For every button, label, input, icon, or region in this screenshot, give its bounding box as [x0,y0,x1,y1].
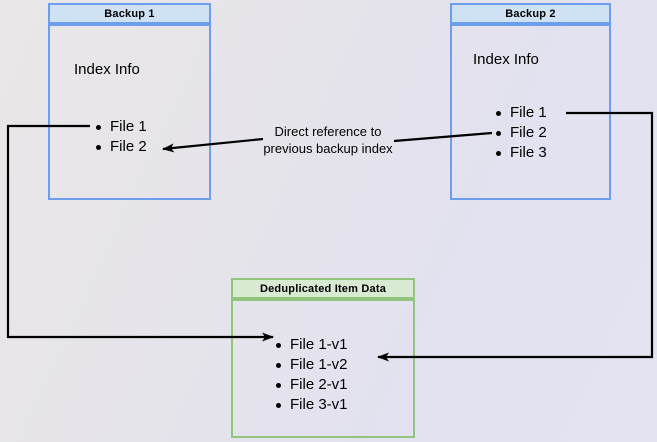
backup1-file-list: File 1 File 2 [96,117,147,157]
backup2-index-title: Index Info [473,51,539,68]
list-item: File 1 [496,103,547,123]
backup1-body [48,24,211,200]
list-item: File 3-v1 [276,395,348,415]
backup1-index-title: Index Info [74,61,140,78]
list-item: File 1 [96,117,147,137]
dedup-item-list: File 1-v1 File 1-v2 File 2-v1 File 3-v1 [276,335,348,415]
list-item: File 2 [496,123,547,143]
backup2-file-list: File 1 File 2 File 3 [496,103,547,163]
list-item: File 2-v1 [276,375,348,395]
list-item: File 2 [96,137,147,157]
dedup-header: Deduplicated Item Data [231,278,415,299]
dedup-body [231,299,415,438]
annotation-line-1: Direct reference to [274,124,382,139]
direct-reference-annotation: Direct reference to previous backup inde… [248,123,408,157]
list-item: File 1-v1 [276,335,348,355]
list-item: File 3 [496,143,547,163]
backup2-header: Backup 2 [450,3,611,24]
list-item: File 1-v2 [276,355,348,375]
annotation-line-2: previous backup index [263,141,393,156]
backup1-header: Backup 1 [48,3,211,24]
